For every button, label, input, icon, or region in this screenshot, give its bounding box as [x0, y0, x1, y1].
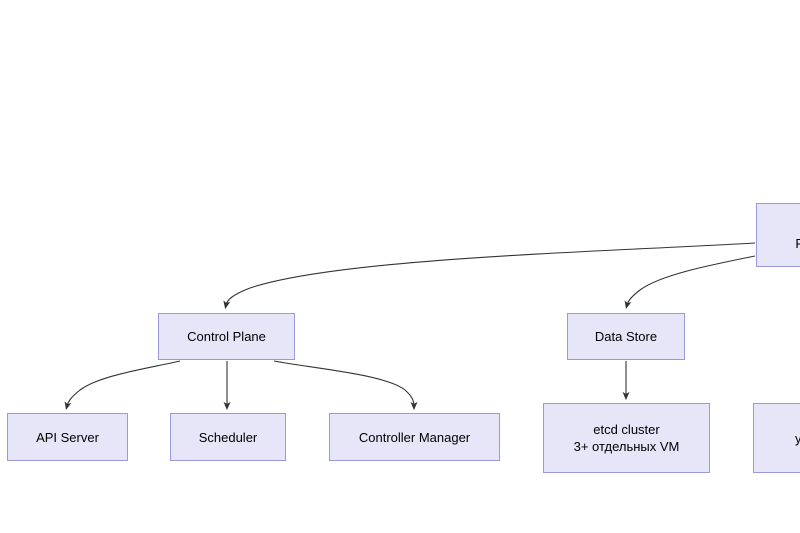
node-scheduler[interactable]: Scheduler	[170, 413, 286, 461]
node-etcd-cluster[interactable]: etcd cluster 3+ отдельных VM	[543, 403, 710, 473]
edge-control-plane-to-controller-manager	[273, 360, 418, 411]
edge-root-to-control-plane	[223, 242, 756, 310]
edge-root-to-data-store	[624, 255, 756, 310]
node-control-plane-label-line-1: Control Plane	[187, 329, 266, 344]
edge-control-plane-to-api-server	[64, 360, 181, 411]
node-install-node[interactable]: уста	[753, 403, 800, 473]
node-etcd-cluster-label-line-2: 3+ отдельных VM	[573, 439, 680, 454]
node-data-store[interactable]: Data Store	[567, 313, 685, 360]
node-data-store-label-line-1: Data Store	[594, 329, 658, 344]
node-install-node-label-line-1: уста	[795, 430, 800, 446]
node-scheduler-label-line-1: Scheduler	[198, 429, 258, 445]
node-controller-manager[interactable]: Controller Manager	[329, 413, 500, 461]
node-controller-manager-label-line-1: Controller Manager	[358, 429, 471, 445]
node-root-label-line-2: Раз	[795, 236, 800, 251]
node-control-plane[interactable]: Control Plane	[158, 313, 295, 360]
node-etcd-cluster-label-line-1: etcd cluster	[593, 422, 660, 437]
node-root[interactable]: КРаз	[756, 203, 800, 267]
node-api-server-label-line-1: API Server	[36, 429, 99, 445]
node-api-server[interactable]: API Server	[7, 413, 128, 461]
